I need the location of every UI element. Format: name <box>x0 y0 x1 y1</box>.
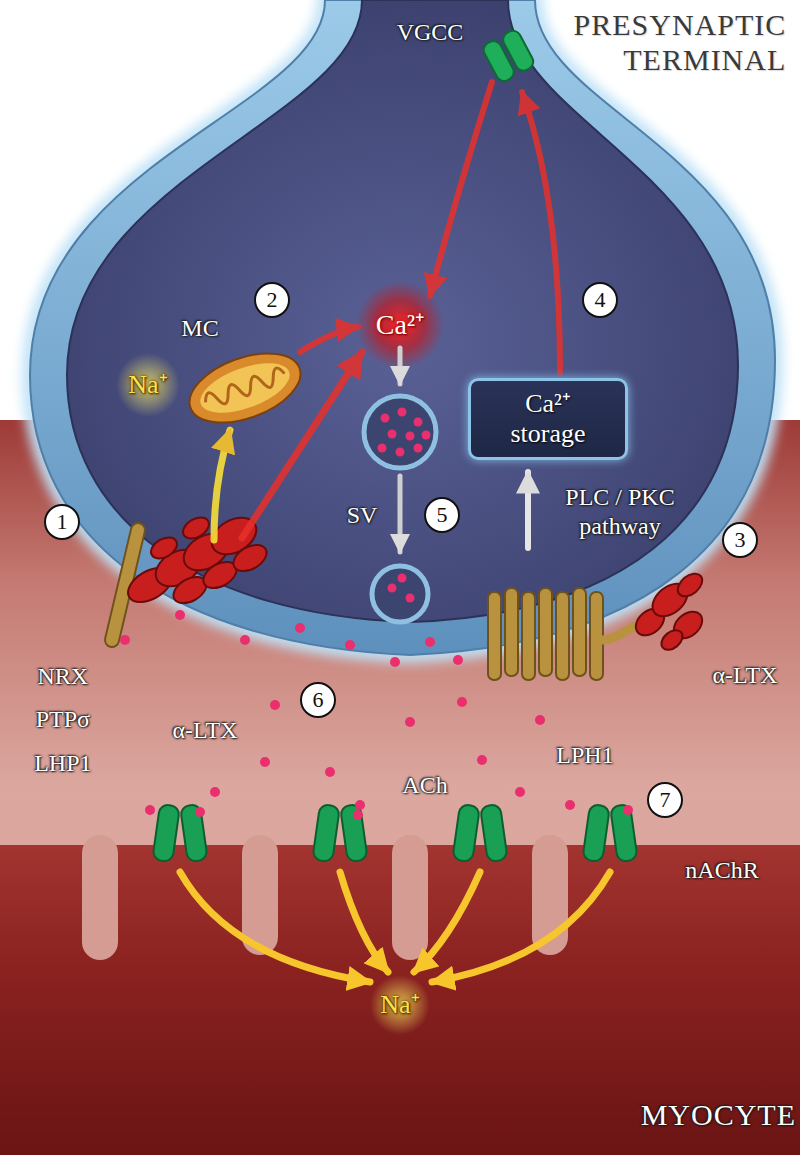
callout-number: 7 <box>647 782 683 818</box>
toxin-label: α-LTX <box>172 716 239 745</box>
receptor-label: nAChR <box>685 856 760 885</box>
receptor-label: NRX PTPσ LHP1 <box>33 655 92 785</box>
organelle-label: MC <box>181 314 220 343</box>
callout-number: 2 <box>254 282 290 318</box>
callout-number: 4 <box>582 282 618 318</box>
callout-number: 5 <box>424 497 460 533</box>
callout-number: 6 <box>300 682 336 718</box>
region-title: PRESYNAPTIC TERMINAL <box>572 8 786 77</box>
region-title: MYOCYTE <box>641 1097 798 1133</box>
storage-box: Ca²⁺ storage <box>468 378 628 460</box>
pathway-label: PLC / PKC pathway <box>550 483 690 541</box>
box-text: Ca²⁺ storage <box>510 389 585 449</box>
ion-label: Ca²⁺ <box>376 308 426 342</box>
callout-number: 1 <box>44 504 80 540</box>
vesicle-label: SV <box>347 501 379 530</box>
ion-label: Na⁺ <box>128 369 169 400</box>
transmitter-label: ACh <box>402 771 449 800</box>
receptor-label: LPH1 <box>556 741 615 770</box>
toxin-label: α-LTX <box>712 661 779 690</box>
callout-number: 3 <box>722 522 758 558</box>
ion-label: Na⁺ <box>380 989 421 1020</box>
channel-label: VGCC <box>397 18 465 47</box>
